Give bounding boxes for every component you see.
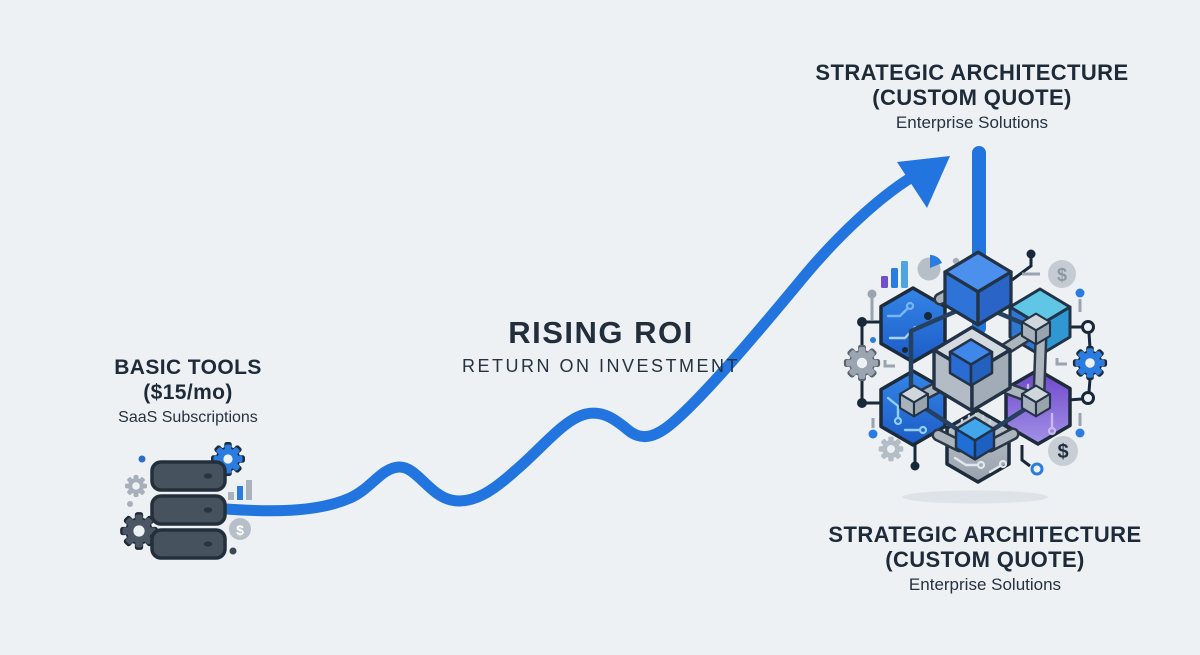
dollar-coin-icon: $: [1048, 436, 1078, 466]
right-bottom-subtitle: Enterprise Solutions: [908, 575, 1062, 594]
left-stage-title: BASIC TOOLS: [114, 356, 262, 379]
svg-text:$: $: [1057, 265, 1067, 285]
bar-chart-icon: [228, 480, 252, 500]
arrowhead-icon: [897, 156, 950, 208]
dollar-coin-icon: $: [1048, 260, 1076, 288]
dot: [127, 501, 133, 507]
bar-chart-icon: [881, 261, 908, 288]
center-subtitle: RETURN ON INVESTMENT: [461, 356, 740, 376]
gear-icon: [120, 512, 158, 550]
circuit-node-icon: [910, 443, 1044, 476]
left-stage-price: ($15/mo): [143, 381, 233, 404]
right-top-quote: (CUSTOM QUOTE): [872, 85, 1072, 110]
gear-icon: [878, 436, 904, 462]
center-title: RISING ROI: [508, 315, 694, 350]
dot: [138, 455, 146, 463]
circuit-node-icon: [1055, 288, 1095, 438]
shadow: [902, 490, 1048, 504]
server-stack-icon: [150, 460, 227, 560]
right-bottom-quote: (CUSTOM QUOTE): [885, 547, 1085, 572]
right-bottom-title: STRATEGIC ARCHITECTURE: [828, 522, 1142, 547]
svg-text:$: $: [236, 522, 244, 538]
right-top-subtitle: Enterprise Solutions: [895, 113, 1049, 132]
left-stage-label: BASIC TOOLS ($15/mo) SaaS Subscriptions: [58, 355, 318, 430]
pie-chart-icon: [917, 255, 942, 281]
pin-icon: [867, 289, 877, 320]
center-label: RISING ROI RETURN ON INVESTMENT: [420, 316, 782, 377]
rising-curve: [220, 171, 918, 517]
right-stage-bottom-label: STRATEGIC ARCHITECTURE (CUSTOM QUOTE) En…: [781, 522, 1189, 597]
circuit-node-icon: [857, 317, 895, 439]
right-stage-top-label: STRATEGIC ARCHITECTURE (CUSTOM QUOTE) En…: [788, 60, 1156, 135]
gear-icon: [124, 474, 148, 498]
network-cubes-illustration: $ $: [843, 249, 1108, 504]
dot: [229, 547, 237, 555]
left-stage-subtitle: SaaS Subscriptions: [118, 409, 258, 426]
gear-icon: [211, 442, 245, 476]
dollar-coin-icon: $: [229, 518, 251, 540]
server-stack-group: $: [120, 442, 252, 560]
right-top-title: STRATEGIC ARCHITECTURE: [815, 60, 1129, 85]
circuit-node-icon: [1011, 249, 1040, 282]
svg-text:$: $: [1057, 441, 1068, 463]
gear-icon: [1072, 345, 1108, 381]
gear-icon: [843, 344, 881, 382]
